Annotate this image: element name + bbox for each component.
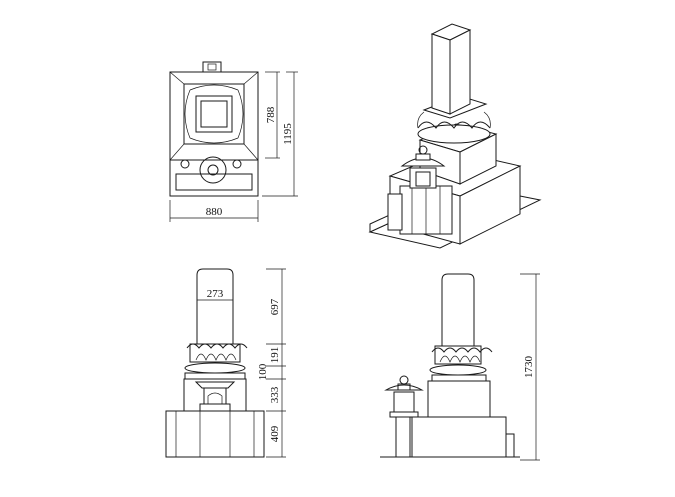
dim-plan-depth-total: 1195 <box>282 123 294 145</box>
dim-total-height: 1730 <box>523 356 535 379</box>
dim-plinth-height: 100 <box>257 363 269 380</box>
dim-pillar-width: 273 <box>207 288 224 300</box>
front-dimensions: 273 697 191 100 333 409 <box>197 268 286 458</box>
side-dimensions: 1730 <box>520 273 540 461</box>
dim-middle-base-height: 333 <box>269 386 281 403</box>
dim-lotus-height: 191 <box>269 347 281 364</box>
dim-pillar-height: 697 <box>269 298 281 315</box>
side-elevation <box>380 273 520 458</box>
plan-view <box>169 61 259 197</box>
dim-bottom-base-height: 409 <box>269 425 281 442</box>
isometric-view <box>368 23 542 249</box>
dim-plan-width: 880 <box>206 206 223 218</box>
front-elevation <box>165 268 265 458</box>
plan-dimensions: 788 1195 880 <box>169 71 298 222</box>
dim-plan-depth-upper: 788 <box>265 106 277 123</box>
